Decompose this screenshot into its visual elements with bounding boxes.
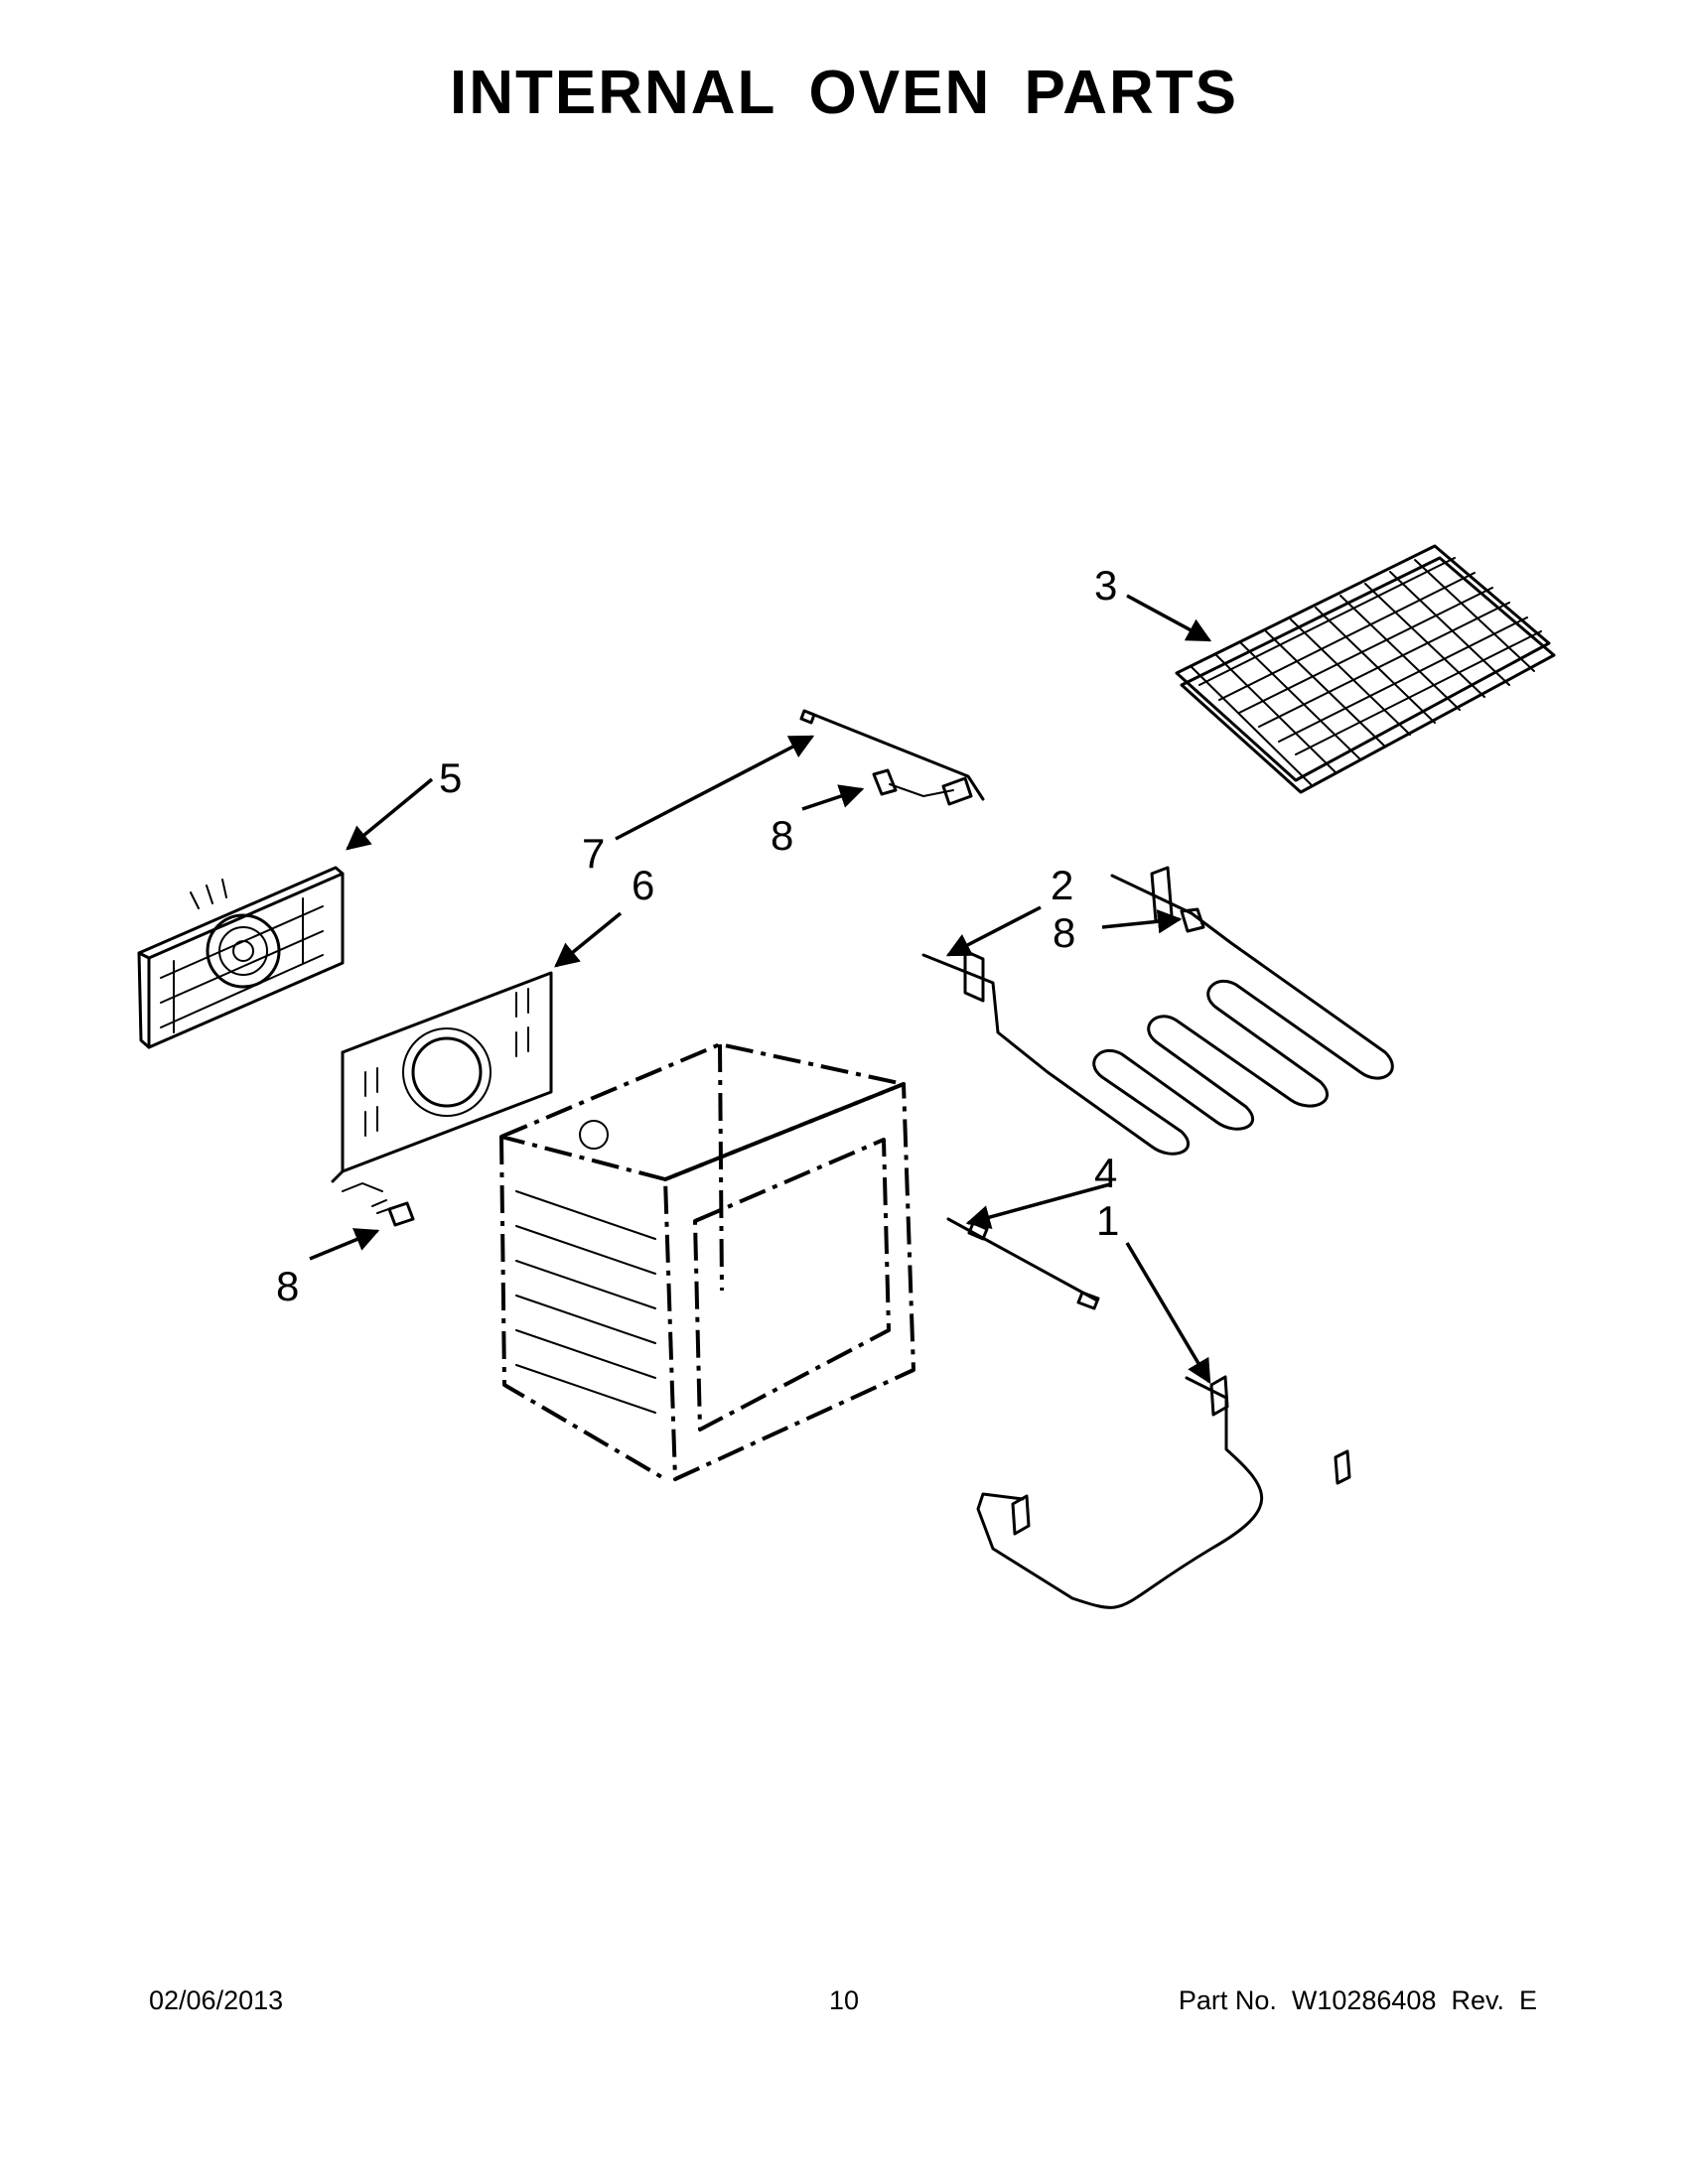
callout-labels: 3 5 7 8 6 2 8 4 1 8 xyxy=(276,562,1119,1309)
callout-arrows xyxy=(309,594,1212,1385)
callout-2: 2 xyxy=(1051,862,1073,908)
page-title: INTERNAL OVEN PARTS xyxy=(450,59,1238,127)
callout-8-right: 8 xyxy=(1053,909,1075,956)
fan-cover-baffle xyxy=(331,971,553,1207)
bake-element xyxy=(976,1375,1351,1609)
callout-7: 7 xyxy=(582,830,605,877)
screw-left xyxy=(376,1201,415,1227)
callout-6: 6 xyxy=(632,862,654,908)
convection-fan-assembly xyxy=(137,866,345,1049)
callout-4: 4 xyxy=(1094,1150,1117,1196)
footer-date: 02/06/2013 xyxy=(149,1985,284,2015)
callout-3: 3 xyxy=(1094,562,1117,609)
callout-1: 1 xyxy=(1096,1197,1119,1244)
oven-sensor xyxy=(799,709,985,806)
temperature-sensor xyxy=(946,1217,1100,1310)
oven-cavity xyxy=(499,1042,915,1481)
callout-8-top: 8 xyxy=(771,812,793,859)
oven-rack xyxy=(1175,544,1556,794)
broil-element xyxy=(921,866,1394,1156)
callout-5: 5 xyxy=(439,754,462,801)
callout-8-left: 8 xyxy=(276,1263,299,1309)
footer-part-number: Part No. W10286408 Rev. E xyxy=(1178,1985,1537,2015)
footer-page-number: 10 xyxy=(828,1985,860,2015)
